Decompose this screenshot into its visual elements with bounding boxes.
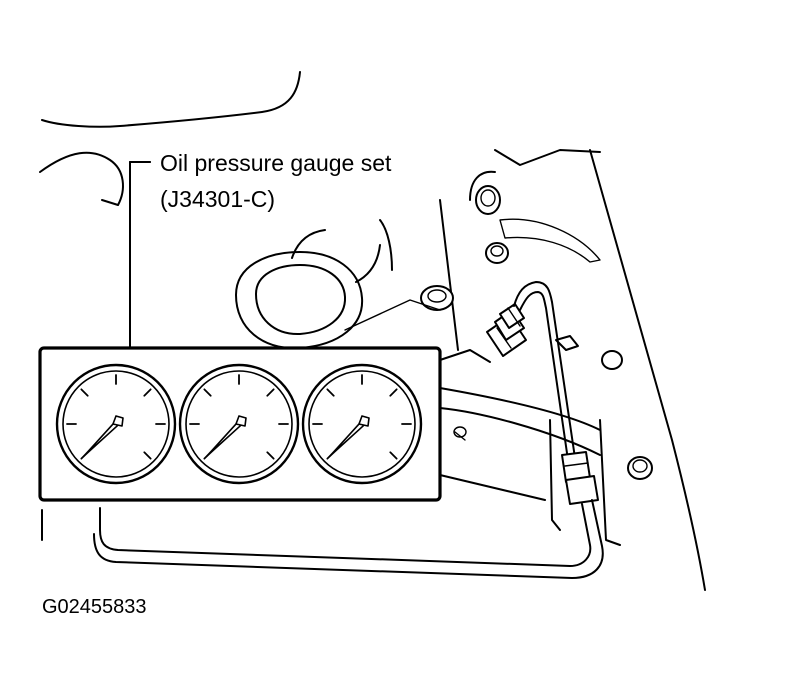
gauge-face <box>185 370 293 478</box>
gauge-face <box>308 370 416 478</box>
gauge-tick <box>80 388 89 397</box>
oil-pipe <box>93 281 604 579</box>
gauge-tick <box>266 388 275 397</box>
gauge-hub <box>235 415 247 427</box>
engine-body-lines <box>41 349 621 546</box>
pressure-gauge <box>301 363 423 485</box>
pressure-fitting <box>486 303 527 357</box>
figure-id: G02455833 <box>42 596 147 618</box>
gauge-tick <box>389 451 398 460</box>
callout-label-part-number: (J34301-C) <box>160 186 276 212</box>
gauge-face <box>62 370 170 478</box>
bolt-right-edge <box>601 350 653 480</box>
bolt-upper-right <box>475 185 501 215</box>
bolt-center <box>420 285 454 311</box>
gauge-hub <box>112 415 124 427</box>
pressure-gauge <box>55 363 177 485</box>
gauge-tick <box>389 388 398 397</box>
bolt-middle-right <box>485 242 509 264</box>
gauge-panel <box>38 346 442 502</box>
callout-label-title: Oil pressure gauge set <box>160 150 392 176</box>
gauge-tick <box>266 451 275 460</box>
gauge-hub <box>358 415 370 427</box>
gauge-tick <box>143 451 152 460</box>
filter-housing <box>235 219 441 350</box>
pressure-gauge <box>178 363 300 485</box>
callout-leader <box>129 161 151 349</box>
gauge-tick <box>326 388 335 397</box>
gauge-tick <box>143 388 152 397</box>
gauge-tick <box>203 388 212 397</box>
gauge-group <box>55 363 423 485</box>
